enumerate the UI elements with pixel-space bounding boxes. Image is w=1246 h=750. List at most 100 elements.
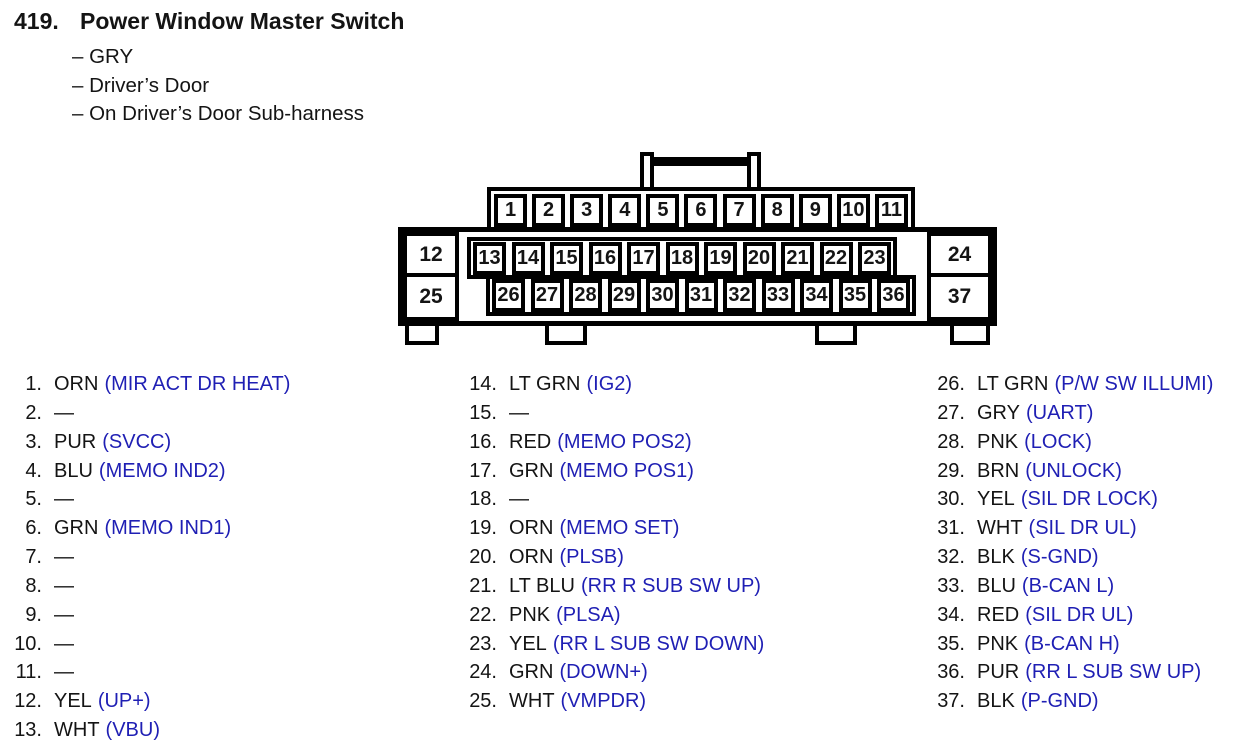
connector-latch-bar (648, 157, 754, 166)
pin-number: 25. (469, 690, 497, 713)
connector-pin-cell: 12 (403, 232, 459, 277)
connector-location-line: – Driver’s Door (72, 73, 210, 97)
connector-pin-cell: 37 (927, 273, 992, 321)
signal-name: (B-CAN L) (1021, 574, 1115, 597)
signal-name: (MEMO IND2) (98, 459, 226, 482)
signal-name: (UP+) (97, 690, 151, 713)
connector-pin-cell: 9 (798, 194, 832, 227)
pin-number: 22. (469, 603, 497, 626)
connector-pin-cell: 30 (646, 279, 679, 312)
pin-number: 13. (14, 719, 42, 742)
wire-color: — (54, 574, 74, 597)
connector-pin-cell: 4 (608, 194, 642, 227)
connector-latch-right-leg (747, 152, 761, 191)
wire-color: ORN (509, 517, 554, 540)
pin-list-item: 18. — (452, 485, 764, 514)
connector-pin-cell: 27 (530, 279, 564, 312)
connector-pin-cell: 34 (800, 279, 833, 312)
signal-name: (MEMO POS2) (557, 430, 692, 453)
pin-number: 6. (25, 517, 42, 540)
pin-list-item: 20. ORN (PLSB) (452, 543, 764, 572)
pin-list-item: 23. YEL (RR L SUB SW DOWN) (452, 630, 764, 659)
pin-list-column-2: 14. LT GRN (IG2) 15. — 16. RED (MEMO POS… (452, 370, 764, 716)
pin-number: 19. (469, 517, 497, 540)
wire-color: PNK (509, 603, 551, 626)
connector-latch-left-leg (640, 152, 654, 191)
signal-name: (DOWN+) (559, 661, 648, 684)
signal-name: (MIR ACT DR HEAT) (104, 373, 291, 395)
wire-color: PUR (977, 661, 1020, 684)
wire-color: RED (977, 603, 1020, 626)
pin-list-item: 33. BLU (B-CAN L) (920, 572, 1213, 601)
wire-color: PUR (54, 430, 97, 453)
pin-number: 16. (469, 430, 497, 453)
signal-name: (SIL DR UL) (1025, 603, 1134, 626)
wire-color: BLU (54, 459, 93, 482)
pin-list-item: 37. BLK (P-GND) (920, 687, 1213, 716)
connector-pin-cell: 10 (836, 194, 870, 227)
wire-color: PNK (977, 430, 1019, 453)
pin-number: 31. (937, 517, 965, 540)
connector-pin-cell: 18 (665, 241, 699, 275)
signal-name: (PLSB) (559, 546, 624, 569)
connector-harness-line: – On Driver’s Door Sub-harness (72, 102, 365, 126)
wire-color: BRN (977, 459, 1020, 482)
signal-name: (VMPDR) (560, 690, 647, 713)
connector-description: – GRY – Driver’s Door – On Driver’s Door… (72, 43, 364, 129)
pin-number: 36. (937, 661, 965, 684)
connector-pin-cell: 15 (550, 241, 583, 275)
signal-name: (S-GND) (1020, 546, 1099, 569)
pin-list-column-3: 26. LT GRN (P/W SW ILLUMI) 27. GRY (UART… (920, 370, 1213, 716)
pin-number: 10. (14, 632, 42, 655)
wire-color: LT BLU (509, 574, 575, 597)
pin-list-item: 22. PNK (PLSA) (452, 601, 764, 630)
wire-color: — (509, 401, 529, 424)
pin-list-item: 11. — (8, 658, 290, 687)
signal-name: (MEMO POS1) (559, 459, 694, 482)
signal-name: (IG2) (586, 373, 633, 395)
connector-pin-cell: 16 (588, 241, 622, 275)
wire-color: YEL (977, 488, 1015, 511)
connector-pin-cell: 26 (492, 279, 525, 312)
connector-pin-cell: 3 (570, 194, 604, 227)
wire-color: RED (509, 430, 552, 453)
pin-number: 21. (469, 574, 497, 597)
connector-pin-cell: 21 (781, 241, 814, 275)
pin-number: 1. (25, 373, 42, 395)
pin-list-item: 29. BRN (UNLOCK) (920, 457, 1213, 486)
connector-mount-foot (950, 326, 990, 345)
pin-list-item: 13. WHT (VBU) (8, 716, 290, 745)
pin-number: 24. (469, 661, 497, 684)
pin-list-item: 12. YEL (UP+) (8, 687, 290, 716)
wire-color: GRY (977, 401, 1020, 424)
wire-color: WHT (509, 690, 555, 713)
pin-list-item: 17. GRN (MEMO POS1) (452, 457, 764, 486)
pin-list-item: 15. — (452, 399, 764, 428)
wire-color: LT GRN (509, 373, 581, 395)
pin-number: 28. (937, 430, 965, 453)
connector-pin-cell: 20 (742, 241, 776, 275)
pin-list-item: 32. BLK (S-GND) (920, 543, 1213, 572)
wire-color: — (54, 546, 74, 569)
connector-pin-cell: 11 (874, 194, 908, 227)
pin-list-item: 25. WHT (VMPDR) (452, 687, 764, 716)
wire-color: — (54, 661, 74, 684)
wire-color: BLK (977, 690, 1015, 713)
pin-list-item: 26. LT GRN (P/W SW ILLUMI) (920, 370, 1213, 399)
connector-pin-cell: 24 (927, 232, 992, 277)
wire-color: ORN (509, 546, 554, 569)
pin-list-item: 14. LT GRN (IG2) (452, 370, 764, 399)
pin-list-item: 35. PNK (B-CAN H) (920, 630, 1213, 659)
wire-color: — (54, 603, 74, 626)
wire-color: WHT (977, 517, 1023, 540)
pin-list-item: 8. — (8, 572, 290, 601)
pin-number: 23. (469, 632, 497, 655)
wire-color: PNK (977, 632, 1019, 655)
connector-mount-foot (815, 326, 857, 345)
signal-name: (P-GND) (1020, 690, 1099, 713)
pin-list-item: 4. BLU (MEMO IND2) (8, 457, 290, 486)
